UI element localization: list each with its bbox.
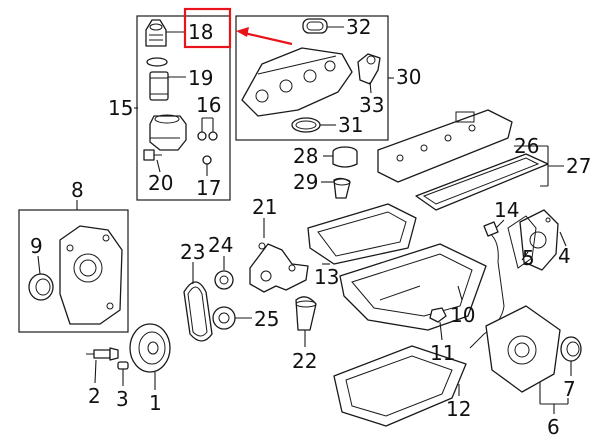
callout-20[interactable]: 20 — [148, 171, 173, 195]
callout-4[interactable]: 4 — [558, 244, 571, 268]
timing-cover-part[interactable] — [59, 225, 123, 325]
callout-5[interactable]: 5 — [522, 246, 535, 270]
lower-oil-pan-part[interactable] — [333, 345, 467, 427]
callout-1[interactable]: 1 — [149, 391, 162, 415]
washer-part[interactable] — [202, 155, 212, 165]
callout-31[interactable]: 31 — [338, 113, 363, 137]
intake-seal-ring-part[interactable] — [291, 117, 321, 133]
valve-cover-part[interactable] — [377, 109, 513, 183]
callout-26[interactable]: 26 — [514, 134, 539, 158]
callout-25[interactable]: 25 — [254, 307, 279, 331]
oil-filter-cap-part[interactable] — [145, 19, 167, 47]
callout-14[interactable]: 14 — [494, 198, 519, 222]
callout-29[interactable]: 29 — [293, 170, 318, 194]
highlight-box-18 — [183, 7, 232, 49]
callout-24[interactable]: 24 — [208, 233, 233, 257]
oil-pump-part[interactable] — [249, 242, 309, 293]
leader-14 — [495, 219, 505, 229]
callout-30[interactable]: 30 — [396, 65, 421, 89]
callout-2[interactable]: 2 — [88, 384, 101, 408]
leader-4 — [559, 231, 567, 247]
dowel-pin-part[interactable] — [117, 361, 129, 370]
callout-6[interactable]: 6 — [547, 415, 560, 439]
callout-19[interactable]: 19 — [188, 66, 213, 90]
balance-sprocket-part[interactable] — [214, 270, 234, 290]
callout-8[interactable]: 8 — [71, 178, 84, 202]
oil-filter-element-part[interactable] — [149, 71, 169, 101]
leader-26-27 — [514, 145, 564, 187]
leader-33 — [369, 81, 372, 94]
leader-9 — [37, 255, 41, 275]
callout-13[interactable]: 13 — [314, 265, 339, 289]
o-ring-part[interactable] — [146, 57, 168, 67]
callout-9[interactable]: 9 — [30, 234, 43, 258]
seal-pair-part[interactable] — [197, 117, 218, 141]
timing-chain-part[interactable] — [183, 281, 213, 342]
callout-7[interactable]: 7 — [563, 377, 576, 401]
rear-main-cover-part[interactable] — [485, 305, 561, 393]
leader-5 — [521, 251, 529, 261]
filler-cap-part[interactable] — [332, 146, 358, 168]
pulley-bolt-part[interactable] — [86, 347, 119, 361]
callout-22[interactable]: 22 — [292, 349, 317, 373]
callout-17[interactable]: 17 — [196, 176, 221, 200]
upper-oil-pan-part[interactable] — [339, 243, 487, 331]
callout-10[interactable]: 10 — [450, 303, 475, 327]
oil-filter-housing-part[interactable] — [149, 114, 187, 151]
cover-gasket-part[interactable] — [507, 215, 537, 269]
callout-27[interactable]: 27 — [566, 154, 591, 178]
callout-28[interactable]: 28 — [293, 144, 318, 168]
intake-manifold-part[interactable] — [241, 47, 353, 117]
leader-10 — [457, 285, 463, 301]
rear-engine-cover-part[interactable] — [519, 209, 559, 271]
callout-18[interactable]: 18 — [188, 20, 213, 44]
leader-2 — [94, 359, 97, 384]
leader-11 — [439, 321, 443, 341]
callout-15[interactable]: 15 — [108, 96, 133, 120]
callout-11[interactable]: 11 — [430, 341, 455, 365]
sensor-part[interactable] — [143, 149, 162, 161]
timing-cover-group-box — [18, 209, 129, 333]
highlight-arrow — [236, 27, 293, 46]
callout-labels: 18 19 15 16 20 17 32 30 33 31 26 27 28 2… — [30, 15, 591, 439]
front-crank-seal-part[interactable] — [28, 273, 54, 301]
callout-12[interactable]: 12 — [446, 397, 471, 421]
callout-23[interactable]: 23 — [180, 240, 205, 264]
intake-elbow-part[interactable] — [357, 53, 381, 85]
rear-main-seal-part[interactable] — [560, 336, 582, 362]
crank-sprocket-part[interactable] — [212, 306, 236, 330]
callout-33[interactable]: 33 — [359, 93, 384, 117]
callout-16[interactable]: 16 — [196, 93, 221, 117]
intake-gasket-part[interactable] — [302, 18, 328, 34]
oil-pickup-tube-part[interactable] — [295, 296, 317, 331]
crankshaft-pulley-part[interactable] — [129, 323, 171, 373]
callout-3[interactable]: 3 — [116, 387, 129, 411]
windage-tray-part[interactable] — [307, 203, 417, 265]
leader-6 — [539, 382, 569, 414]
callout-32[interactable]: 32 — [346, 15, 371, 39]
callout-21[interactable]: 21 — [252, 195, 277, 219]
leader-20 — [156, 159, 161, 173]
drain-plug-part[interactable] — [429, 307, 447, 323]
dipstick-tube-cap-part[interactable] — [333, 177, 351, 199]
